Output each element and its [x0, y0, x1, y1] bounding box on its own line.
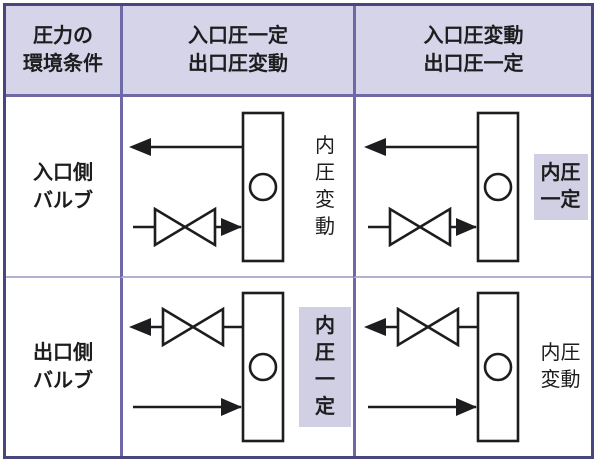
valve-bowtie-icon — [396, 306, 431, 348]
arrow-right-icon — [455, 217, 477, 236]
valve-bowtie-icon — [161, 306, 196, 348]
valve-bowtie-icon — [182, 206, 217, 247]
gauge-circle-icon — [248, 352, 278, 382]
pressure-label: 内圧 一定 — [299, 307, 351, 427]
gauge-circle-icon — [483, 352, 512, 382]
pressure-label: 内圧 変動 — [315, 134, 335, 238]
flow-diagram-valve-top — [363, 291, 519, 443]
valve-bowtie-icon — [153, 206, 188, 247]
pressure-label: 内圧 変動 — [540, 342, 581, 391]
flow-diagram-valve-bottom — [129, 111, 285, 262]
arrow-left-icon — [129, 318, 151, 336]
header-inlet-constant-outlet-variable: 入口圧一定 出口圧変動 — [120, 6, 353, 97]
diagram-outlet-valve-inlet-variable: 内圧 変動 — [353, 278, 591, 456]
flow-diagram-valve-bottom — [363, 111, 519, 262]
arrow-left-icon — [129, 137, 151, 156]
diagram-outlet-valve-inlet-constant: 内圧 一定 — [120, 278, 353, 456]
valve-bowtie-icon — [190, 306, 225, 348]
gauge-circle-icon — [483, 172, 512, 201]
arrow-right-icon — [221, 217, 242, 236]
header-pressure-environment: 圧力の 環境条件 — [6, 6, 120, 97]
arrow-left-icon — [363, 137, 386, 156]
diagram-inlet-valve-inlet-constant: 内圧 変動 — [120, 97, 353, 278]
pressure-condition-table: 圧力の 環境条件 入口圧一定 出口圧変動 入口圧変動 出口圧一定 入口側 バルブ… — [3, 3, 594, 459]
gauge-circle-icon — [248, 172, 278, 201]
row-label-outlet-side-valve: 出口側 バルブ — [33, 342, 93, 392]
flow-diagram-valve-top — [129, 291, 285, 443]
arrow-left-icon — [363, 318, 386, 336]
valve-bowtie-icon — [424, 306, 459, 348]
header-inlet-variable-outlet-constant: 入口圧変動 出口圧一定 — [353, 6, 591, 97]
diagram-inlet-valve-inlet-variable: 内圧 一定 — [353, 97, 591, 278]
row-label-inlet-side-valve: 入口側 バルブ — [6, 97, 120, 278]
pressure-label: 内圧 一定 — [533, 153, 588, 220]
valve-bowtie-icon — [388, 206, 423, 247]
arrow-right-icon — [455, 398, 477, 416]
valve-bowtie-icon — [416, 206, 451, 247]
arrow-right-icon — [221, 398, 242, 416]
